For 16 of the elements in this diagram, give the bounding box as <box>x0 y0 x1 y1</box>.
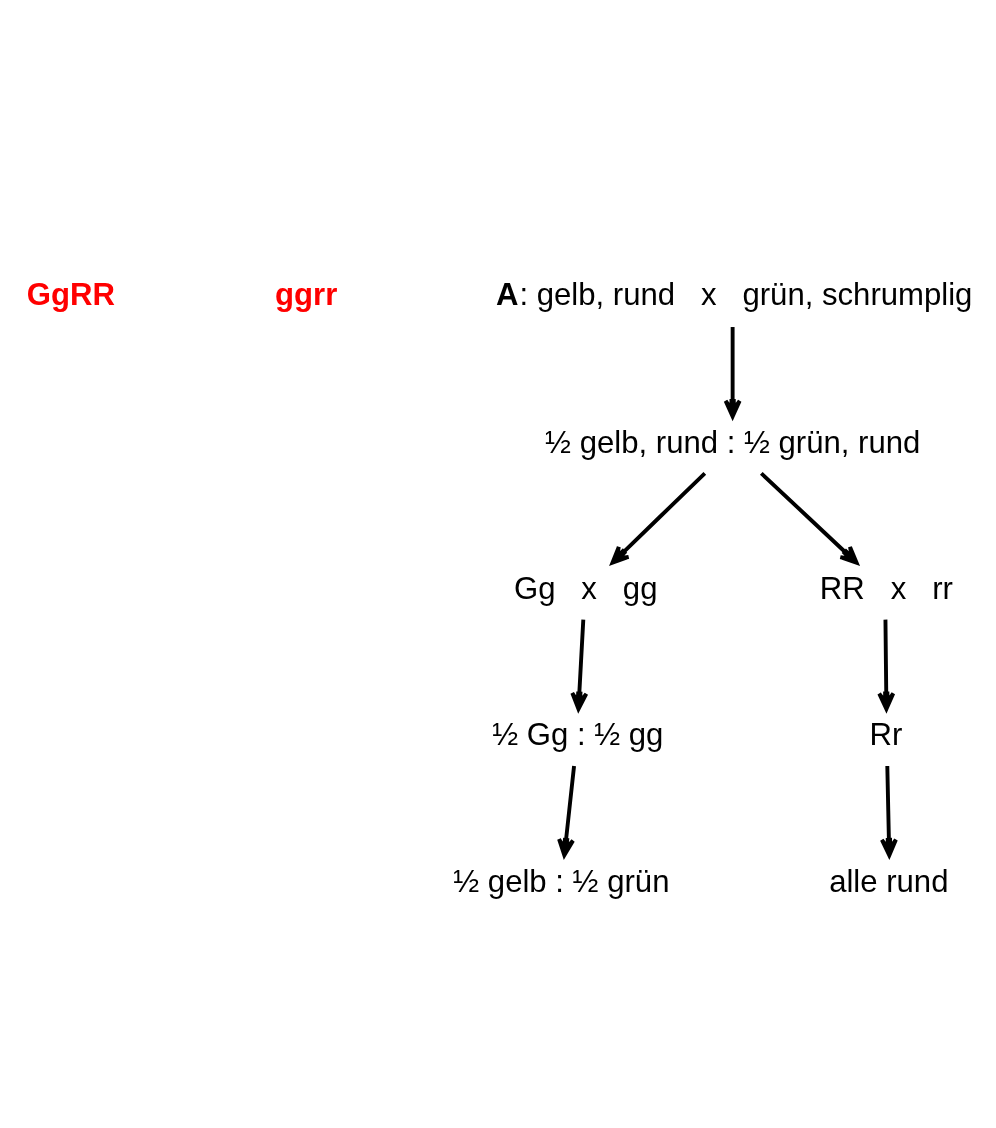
arrow <box>877 619 896 711</box>
arrow <box>610 471 707 565</box>
arrow <box>879 765 898 857</box>
node-text: ½ gelb, rund : ½ grün, rund <box>545 424 921 460</box>
node-text: ½ gelb : ½ grün <box>453 863 670 899</box>
node-text: Gg x gg <box>513 570 658 606</box>
label: ggrr <box>275 276 338 312</box>
arrow <box>557 765 576 857</box>
node-text: A: gelb, rund x grün, schrumplig <box>496 276 973 312</box>
arrow <box>570 619 589 711</box>
node-text: Rr <box>869 716 903 752</box>
node-text: RR x rr <box>819 570 953 606</box>
node-text: alle rund <box>829 863 949 899</box>
label: GgRR <box>26 276 115 312</box>
node-text: ½ Gg : ½ gg <box>492 716 664 752</box>
arrow <box>759 471 859 565</box>
